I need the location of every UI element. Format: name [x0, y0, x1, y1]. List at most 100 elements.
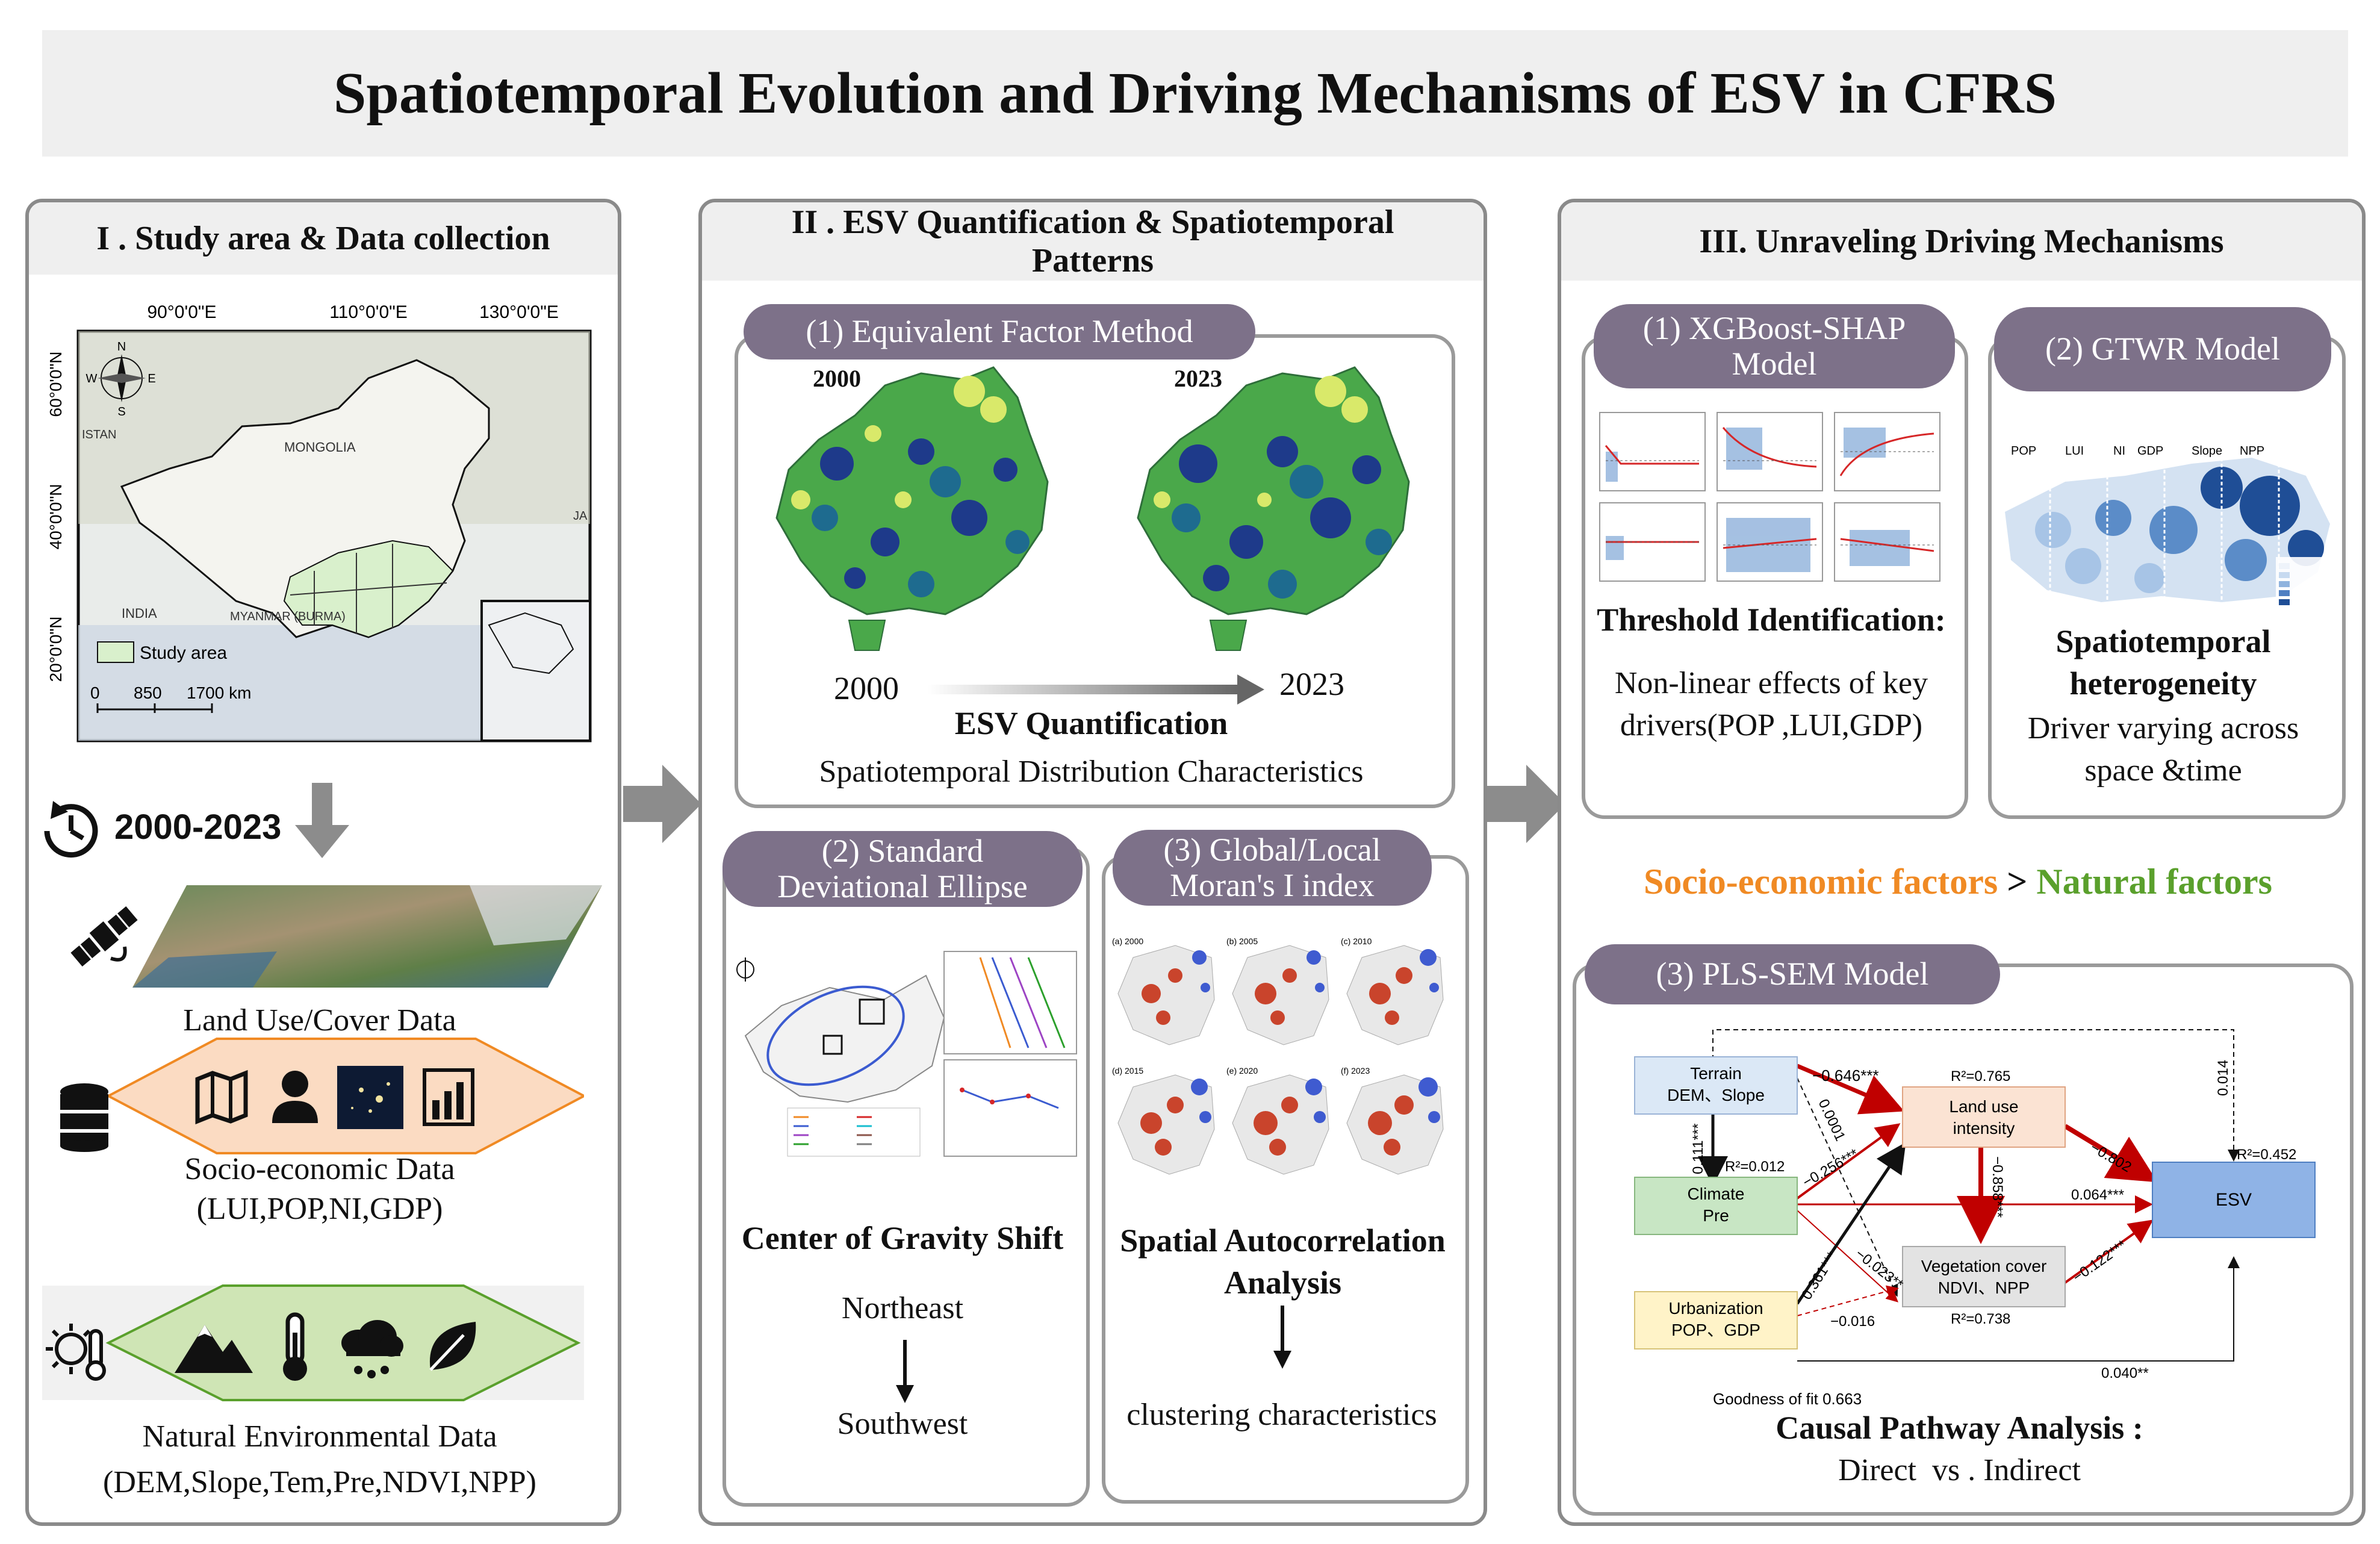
lat-label-60: 60°0'0"N: [46, 352, 65, 417]
socio-factors-label: Socio-economic factors: [1644, 862, 1998, 901]
place-label-mongolia: MONGOLIA: [284, 440, 356, 455]
gravity-shift-label: Center of Gravity Shift: [741, 1220, 1064, 1256]
pill-morans-index: (3) Global/Local Moran's I index: [1113, 830, 1432, 906]
gtwr-label-gdp: GDP: [2137, 444, 2163, 458]
coef-t-clim: 0.111***: [1690, 1123, 1706, 1174]
shap-dependence-plots: [1599, 412, 1940, 582]
scale-label-1700: 1700 km: [187, 683, 251, 702]
node-climate-1: Climate: [1688, 1184, 1745, 1203]
axis-start: 2000: [834, 670, 899, 706]
compass-w: W: [86, 372, 98, 385]
gtwr-label-slope: Slope: [2192, 444, 2222, 458]
natural-factors-label: Natural factors: [2036, 862, 2272, 901]
threshold-caption: Non-linear effects of key drivers(POP ,L…: [1614, 666, 1928, 743]
leaf-icon: [429, 1322, 476, 1371]
lisa-label-e: (e) 2020: [1226, 1066, 1258, 1076]
lat-label-20: 20°0'0"N: [46, 617, 65, 682]
coef-u-lui: 0.361***: [1798, 1249, 1841, 1303]
lisa-label-f: (f) 2023: [1341, 1066, 1370, 1076]
lisa-map-panel: [1117, 945, 1215, 1045]
night-light-icon: [337, 1066, 403, 1129]
satellite-image: [132, 885, 602, 988]
node-climate-2: Pre: [1703, 1206, 1729, 1225]
lisa-label-d: (d) 2015: [1112, 1066, 1143, 1076]
coef-u-veg: −0.016: [1830, 1313, 1875, 1330]
gtwr-label-ni: NI: [2113, 444, 2125, 458]
lisa-label-c: (c) 2010: [1341, 936, 1372, 946]
esv-map-2023: [1137, 366, 1410, 651]
arrow-down-icon: [295, 783, 349, 858]
time-arrow: [927, 674, 1264, 705]
ellipse-map: [727, 945, 1080, 1162]
coef-c-esv: 0.064***: [2071, 1187, 2124, 1203]
socio-vars: (LUI,POP,NI,GDP): [196, 1192, 443, 1226]
r2-lui: R²=0.765: [1951, 1068, 2010, 1085]
natural-vars: (DEM,Slope,Tem,Pre,NDVI,NPP): [103, 1465, 536, 1499]
lisa-label-a: (a) 2000: [1112, 936, 1143, 946]
node-veg-2: NDVI、NPP: [1938, 1278, 2030, 1297]
pill-equivalent-factor: (1) Equivalent Factor Method: [744, 304, 1255, 360]
scale-label-850: 850: [134, 683, 162, 702]
threshold-label: Threshold Identification:: [1597, 602, 1946, 638]
map-icon: [195, 1069, 248, 1125]
compass-e: E: [148, 372, 155, 385]
pill-xgboost-shap: (1) XGBoost-SHAP Model: [1594, 304, 1955, 388]
sun-thermometer-icon: [46, 1324, 106, 1381]
satellite-icon: [70, 906, 138, 967]
coef-lui-veg: −0.858***: [1989, 1156, 2006, 1218]
r2-clim: R²=0.012: [1725, 1159, 1785, 1175]
main-title: Spatiotemporal Evolution and Driving Mec…: [333, 61, 2057, 126]
panel-heading: II . ESV Quantification & Spatiotemporal…: [702, 202, 1484, 281]
thermometer-icon: [283, 1312, 307, 1381]
coef-t-lui: −0.646***: [1812, 1066, 1879, 1085]
esv-map-2000: [775, 366, 1049, 651]
gravity-to: Southwest: [837, 1407, 968, 1441]
gravity-from: Northeast: [841, 1291, 964, 1325]
arrow-down-icon: [896, 1340, 914, 1403]
lisa-maps: (a) 2000 (b) 2005 (c) 2010 (d) 2015 (e) …: [1112, 936, 1444, 1175]
person-icon: [272, 1071, 318, 1123]
coef-t-veg: 0.0001: [1815, 1097, 1848, 1144]
coef-u-esv: 0.040**: [2101, 1365, 2149, 1381]
pill-gtwr: (2) GTWR Model: [1994, 307, 2331, 391]
heterogeneity-caption: Driver varying across space &time: [2027, 711, 2299, 788]
pill-deviational-ellipse: (2) Standard Deviational Ellipse: [722, 831, 1083, 907]
rain-cloud-icon: [341, 1320, 403, 1378]
autocorrelation-label: Spatial Autocorrelation Analysis: [1120, 1222, 1446, 1301]
r2-esv: R²=0.452: [2237, 1147, 2296, 1163]
compass-icon: N S W E: [86, 340, 156, 419]
pls-sem-diagram: Terrain DEM、Slope Climate Pre Urbanizati…: [1634, 1029, 2316, 1408]
scale-label-0: 0: [90, 683, 100, 702]
gtwr-label-npp: NPP: [2240, 444, 2264, 458]
map-year-right: 2023: [1174, 365, 1222, 392]
node-esv: ESV: [2216, 1190, 2252, 1210]
legend-label: Study area: [140, 643, 227, 663]
gtwr-label-pop: POP: [2011, 444, 2036, 458]
arrow-right-icon: [1487, 765, 1565, 843]
socio-label: Socio-economic Data: [184, 1152, 455, 1186]
place-label-india: INDIA: [122, 606, 157, 621]
panel-heading: I . Study area & Data collection: [29, 202, 618, 275]
land-use-label: Land Use/Cover Data: [183, 1003, 456, 1038]
natural-band: [42, 1284, 584, 1401]
gtwr-label-lui: LUI: [2065, 444, 2084, 458]
place-label-ja: JA: [573, 509, 588, 523]
node-urban-1: Urbanization: [1668, 1299, 1763, 1318]
arrow-down-icon: [1273, 1306, 1291, 1369]
panel-heading: III. Unraveling Driving Mechanisms: [1561, 202, 2362, 281]
arrow-right-icon: [623, 765, 701, 843]
lon-label-130: 130°0'0"E: [479, 302, 559, 322]
coef-veg-esv: −0.122***: [2070, 1237, 2130, 1286]
greater-than: >: [2007, 862, 2028, 901]
heterogeneity-label: Spatiotemporal heterogeneity: [2055, 623, 2271, 702]
node-terrain-2: DEM、Slope: [1667, 1086, 1765, 1104]
place-label-myanmar: MYANMAR (BURMA): [230, 610, 346, 623]
causal-pathway-label: Causal Pathway Analysis :: [1776, 1410, 2143, 1446]
node-urban-2: POP、GDP: [1671, 1321, 1760, 1339]
study-area-map: Study area 0 850 1700 km 90°0'0"E 110°0'…: [46, 302, 592, 742]
node-lui-2: intensity: [1953, 1119, 2015, 1138]
lon-label-90: 90°0'0"E: [147, 302, 216, 322]
natural-label: Natural Environmental Data: [142, 1419, 497, 1454]
factor-comparison: Socio-economic factors > Natural factors: [1558, 861, 2358, 903]
axis-end: 2023: [1279, 666, 1344, 702]
